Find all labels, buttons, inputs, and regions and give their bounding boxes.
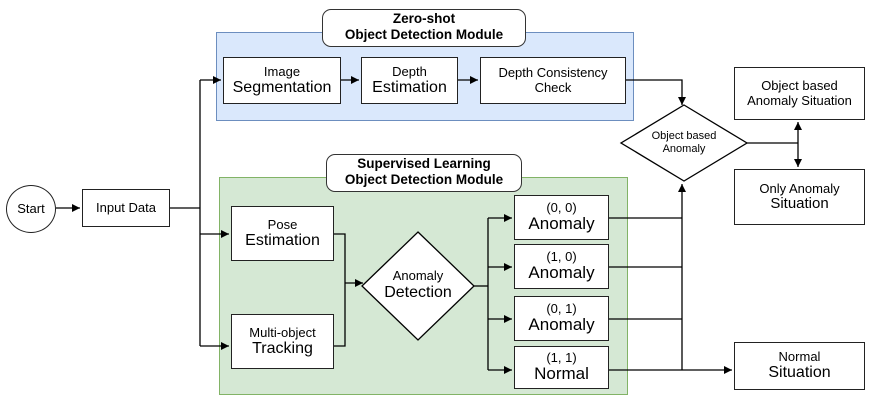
- outcome-01-label: Anomaly: [528, 315, 595, 335]
- pose-estimation-node: Pose Estimation: [231, 206, 334, 261]
- anomaly-detection-line2: Detection: [384, 284, 452, 302]
- outcome-10-label: Anomaly: [528, 263, 595, 283]
- supervised-module-title: Supervised Learning Object Detection Mod…: [326, 154, 522, 192]
- anomaly-detection-label: Anomaly Detection: [368, 264, 468, 308]
- outcome-11-code: (1, 1): [546, 350, 577, 365]
- object-anomaly-situation-line1: Object based: [761, 78, 838, 94]
- depth-consistency-node: Depth Consistency Check: [480, 57, 626, 104]
- zero-shot-title-line1: Zero-shot: [392, 11, 456, 26]
- only-anomaly-situation-node: Only Anomaly Situation: [734, 169, 865, 225]
- zero-shot-module-title: Zero-shot Object Detection Module: [322, 9, 526, 47]
- pose-estimation-line2: Estimation: [245, 231, 320, 249]
- image-segmentation-line2: Segmentation: [232, 78, 332, 96]
- zero-shot-title-line2: Object Detection Module: [344, 27, 504, 42]
- multi-object-tracking-line1: Multi-object: [249, 324, 316, 340]
- start-node: Start: [6, 185, 56, 233]
- pose-estimation-line1: Pose: [267, 216, 298, 232]
- supervised-title-line1: Supervised Learning: [357, 156, 491, 171]
- edge-tracking-merge: [334, 283, 346, 347]
- normal-situation-line2: Situation: [768, 364, 831, 382]
- image-segmentation-node: Image Segmentation: [223, 57, 341, 104]
- normal-situation-node: Normal Situation: [734, 342, 865, 390]
- outcome-10-node: (1, 0) Anomaly: [514, 244, 609, 289]
- multi-object-tracking-node: Multi-object Tracking: [231, 314, 334, 369]
- start-label: Start: [17, 200, 45, 216]
- outcome-00-code: (0, 0): [546, 200, 577, 215]
- outcome-10-code: (1, 0): [546, 249, 577, 264]
- outcome-11-node: (1, 1) Normal: [514, 346, 609, 389]
- depth-estimation-line1: Depth: [392, 63, 427, 79]
- outcome-00-node: (0, 0) Anomaly: [514, 195, 609, 240]
- image-segmentation-line1: Image: [263, 63, 301, 79]
- anomaly-detection-line1: Anomaly: [392, 268, 444, 284]
- object-anomaly-situation-line2: Anomaly Situation: [747, 92, 852, 108]
- object-anomaly-decision-line2: Anomaly: [662, 143, 706, 155]
- object-anomaly-decision-diamond: [619, 104, 749, 182]
- outcome-01-node: (0, 1) Anomaly: [514, 296, 609, 341]
- object-anomaly-decision-line1: Object based: [651, 130, 717, 143]
- normal-situation-line1: Normal: [778, 349, 821, 365]
- supervised-title-line2: Object Detection Module: [344, 172, 504, 187]
- only-anomaly-situation-line1: Only Anomaly: [759, 180, 840, 196]
- depth-estimation-node: Depth Estimation: [361, 57, 458, 104]
- edge-consistency-decision: [626, 79, 686, 105]
- depth-estimation-line2: Estimation: [372, 78, 447, 96]
- outcome-01-code: (0, 1): [546, 301, 577, 316]
- anomaly-detection-diamond: [361, 231, 475, 341]
- outcome-11-label: Normal: [534, 364, 589, 384]
- edge-pose-merge: [334, 233, 346, 283]
- outcome-00-label: Anomaly: [528, 214, 595, 234]
- depth-consistency-line1: Depth Consistency: [498, 65, 608, 81]
- depth-consistency-line2: Check: [534, 79, 572, 95]
- input-data-node: Input Data: [82, 189, 170, 227]
- only-anomaly-situation-line2: Situation: [770, 194, 829, 212]
- multi-object-tracking-line2: Tracking: [252, 339, 313, 357]
- input-data-label: Input Data: [96, 199, 156, 215]
- object-anomaly-decision-label: Object based Anomaly: [626, 123, 742, 163]
- object-anomaly-situation-node: Object based Anomaly Situation: [734, 67, 865, 120]
